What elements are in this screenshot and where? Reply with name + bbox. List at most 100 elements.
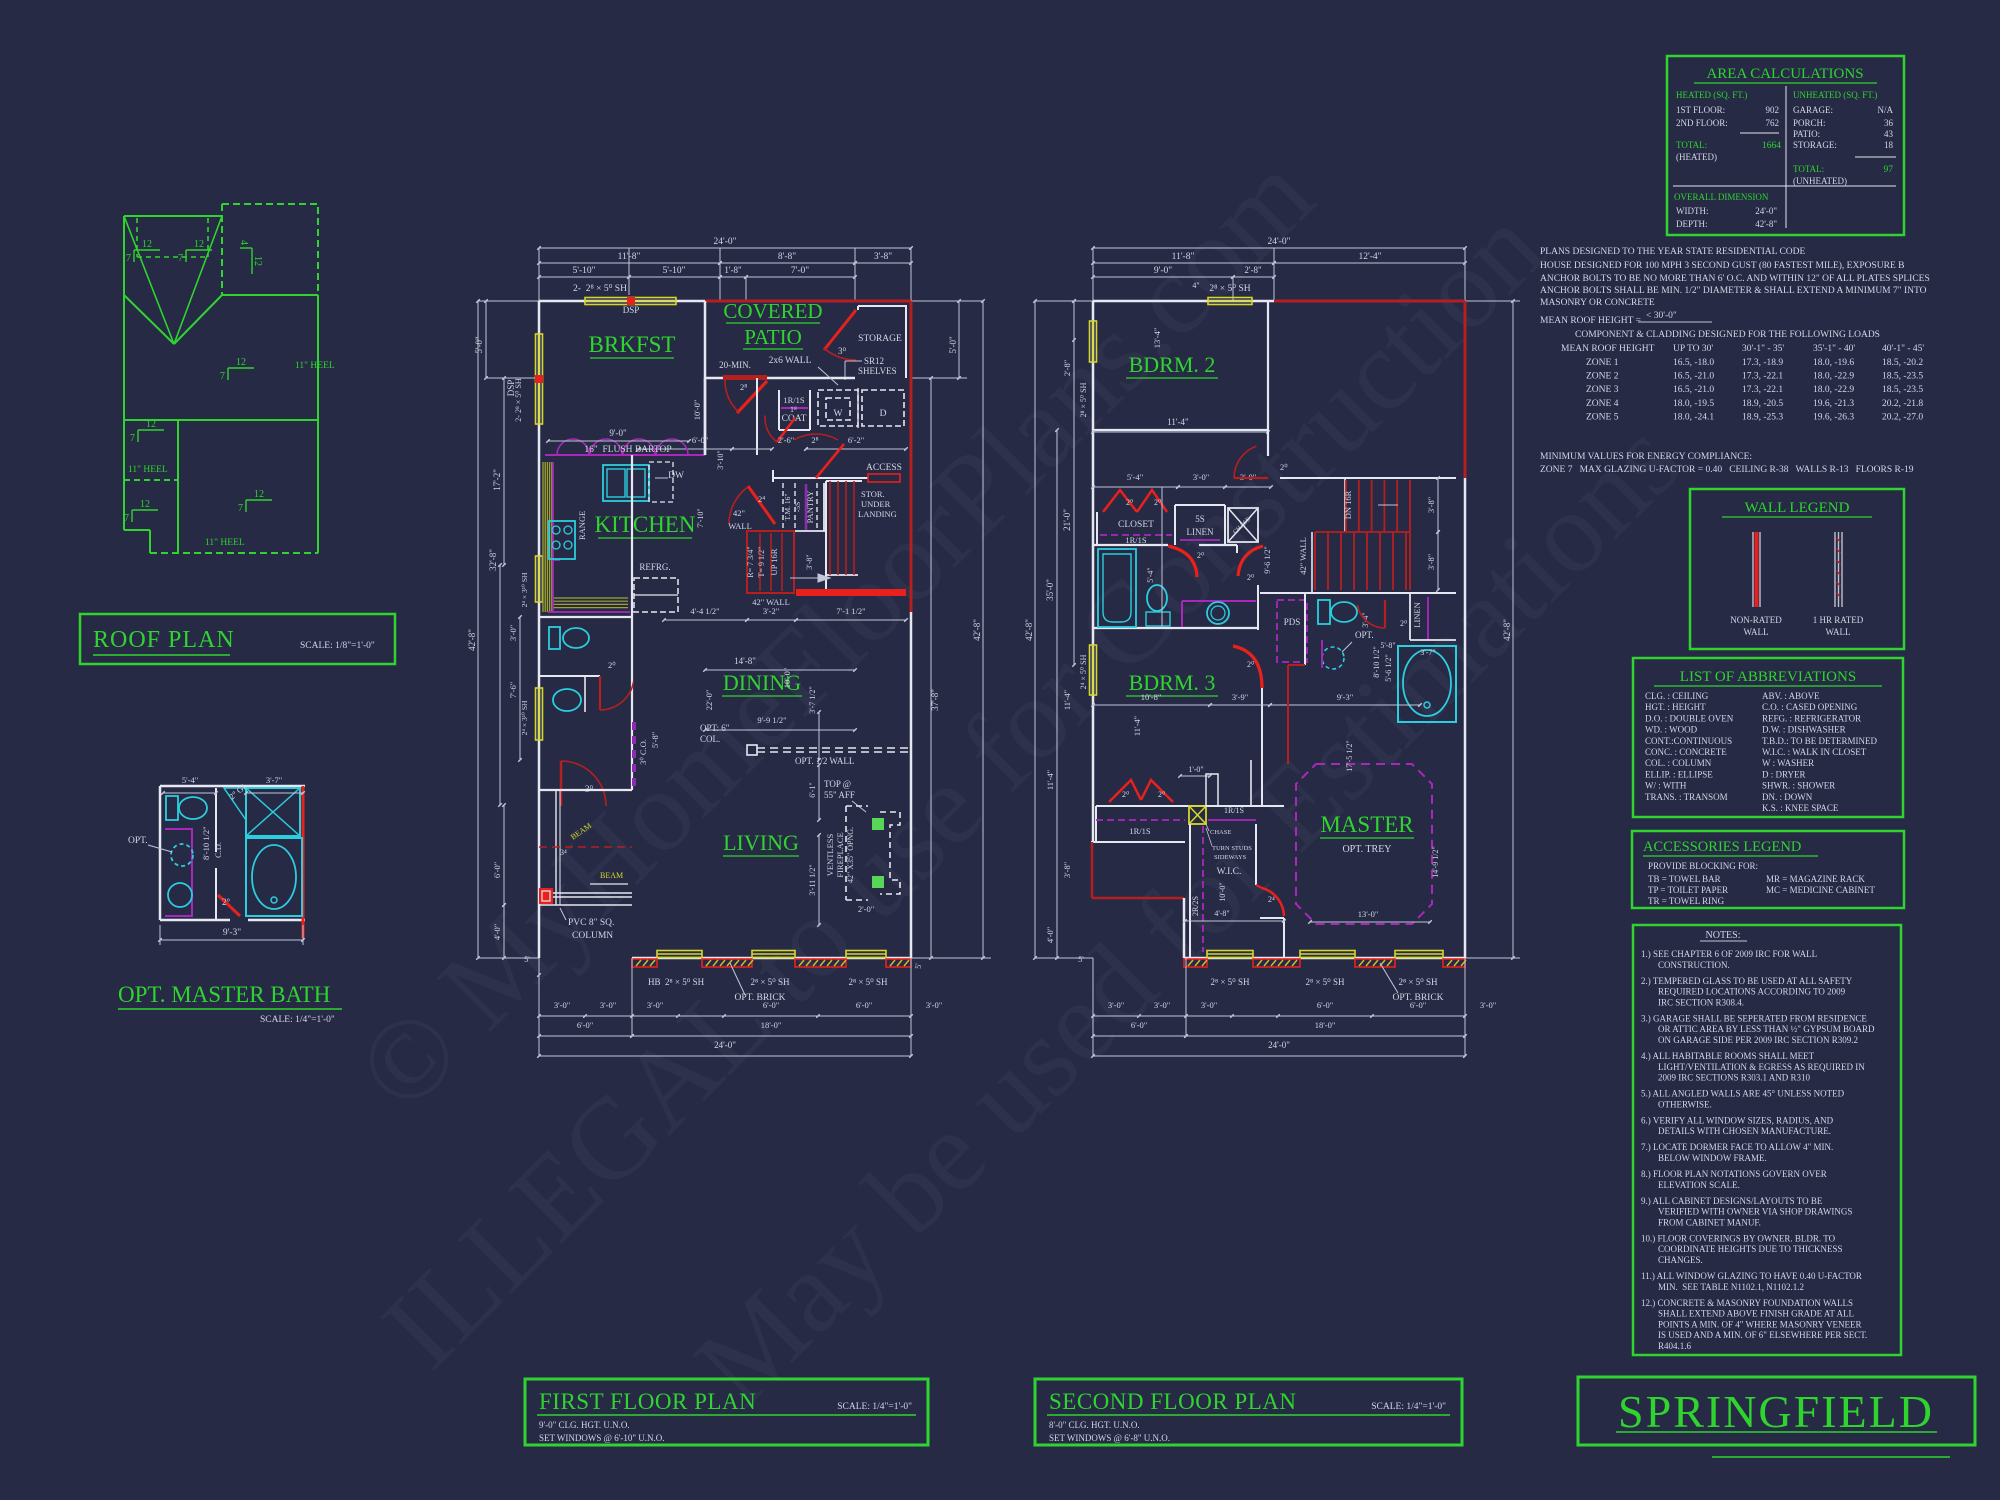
svg-text:2⁰: 2⁰	[1126, 498, 1133, 507]
svg-text:KITCHEN: KITCHEN	[595, 512, 696, 537]
svg-text:RANGE: RANGE	[577, 511, 587, 540]
svg-text:3'-0": 3'-0"	[1108, 1000, 1124, 1010]
svg-text:6'-0": 6'-0"	[1131, 1020, 1147, 1030]
svg-text:2⁰: 2⁰	[1158, 790, 1165, 799]
svg-text:3'-0": 3'-0"	[508, 625, 518, 641]
svg-text:55" AFF: 55" AFF	[824, 790, 855, 800]
svg-text:902: 902	[1766, 105, 1780, 115]
svg-text:24'-0": 24'-0"	[1755, 206, 1777, 216]
svg-text:16" FLUSH BARTOP: 16" FLUSH BARTOP	[584, 445, 671, 455]
svg-text:OPT. MASTER BATH: OPT. MASTER BATH	[118, 982, 330, 1007]
svg-text:6'-2": 6'-2"	[848, 435, 864, 445]
svg-text:97: 97	[1884, 165, 1894, 175]
svg-text:UNHEATED (SQ. FT.): UNHEATED (SQ. FT.)	[1793, 90, 1877, 100]
svg-text:2.) TEMPERED GLASS TO BE USED: 2.) TEMPERED GLASS TO BE USED AT ALL SAF…	[1641, 976, 1853, 986]
svg-text:MEAN ROOF HEIGHT: MEAN ROOF HEIGHT	[1561, 344, 1655, 354]
svg-text:TB = TOWEL BAR: TB = TOWEL BAR	[1648, 874, 1721, 884]
svg-text:17.3, -18.9: 17.3, -18.9	[1742, 358, 1783, 368]
svg-text:6'-0": 6'-0"	[577, 1020, 593, 1030]
svg-text:ZONE 4: ZONE 4	[1586, 399, 1619, 409]
svg-text:3'-7 1/2": 3'-7 1/2"	[808, 686, 817, 714]
svg-text:ANCHOR BOLTS TO BE NO MORE THA: ANCHOR BOLTS TO BE NO MORE THAN 6' O.C. …	[1540, 274, 1930, 284]
svg-text:6'-0": 6'-0"	[492, 862, 502, 878]
svg-text:5': 5'	[1078, 955, 1084, 964]
svg-text:12: 12	[146, 419, 156, 430]
svg-text:6.) VERIFY ALL WINDOW SIZES, R: 6.) VERIFY ALL WINDOW SIZES, RADIUS, AND	[1641, 1115, 1834, 1125]
svg-text:3'-0": 3'-0"	[1193, 472, 1209, 482]
svg-text:ZONE 2: ZONE 2	[1586, 372, 1619, 382]
svg-text:36: 36	[1884, 118, 1894, 128]
svg-text:43: 43	[1884, 129, 1894, 139]
svg-text:1664: 1664	[1762, 141, 1781, 151]
svg-text:TP = TOILET PAPER: TP = TOILET PAPER	[1648, 885, 1728, 895]
svg-text:W: W	[834, 409, 843, 419]
svg-text:762: 762	[1766, 118, 1780, 128]
svg-text:5'-10": 5'-10"	[572, 266, 595, 276]
svg-text:2⁴: 2⁴	[1268, 895, 1275, 904]
svg-text:UP 16R: UP 16R	[769, 548, 779, 575]
svg-text:4'-0": 4'-0"	[492, 924, 502, 940]
svg-text:16.5, -21.0: 16.5, -21.0	[1673, 385, 1714, 395]
svg-text:19.6, -21.3: 19.6, -21.3	[1813, 399, 1854, 409]
svg-text:3'-0": 3'-0"	[1201, 1000, 1217, 1010]
svg-text:LIVING: LIVING	[723, 830, 799, 855]
svg-text:1'-0": 1'-0"	[1188, 765, 1203, 774]
svg-text:2- 2⁸ × 5⁰ SH: 2- 2⁸ × 5⁰ SH	[573, 283, 627, 294]
svg-text:20.2, -21.8: 20.2, -21.8	[1882, 399, 1923, 409]
svg-text:ZONE 3: ZONE 3	[1586, 385, 1619, 395]
svg-text:18.5, -20.2: 18.5, -20.2	[1882, 358, 1923, 368]
svg-text:HGT. : HEIGHT: HGT. : HEIGHT	[1645, 702, 1706, 712]
svg-text:MASONRY OR CONCRETE: MASONRY OR CONCRETE	[1540, 298, 1655, 308]
svg-text:9'-0" CLG. HGT. U.N.O.: 9'-0" CLG. HGT. U.N.O.	[539, 1420, 630, 1430]
svg-text:ZONE 5: ZONE 5	[1586, 412, 1619, 422]
svg-text:W.I.C.: W.I.C.	[1217, 867, 1242, 877]
svg-text:5': 5'	[914, 963, 923, 969]
svg-text:SR12: SR12	[864, 356, 884, 366]
svg-text:PATIO:: PATIO:	[1793, 129, 1820, 139]
svg-text:ROOF PLAN: ROOF PLAN	[93, 627, 235, 653]
svg-text:MINIMUM VALUES FOR ENERGY COMP: MINIMUM VALUES FOR ENERGY COMPLIANCE:	[1540, 452, 1752, 462]
svg-text:10'-0": 10'-0"	[782, 668, 792, 689]
svg-text:11'-4": 11'-4"	[1062, 690, 1072, 710]
svg-text:19.6, -26.3: 19.6, -26.3	[1813, 412, 1854, 422]
svg-text:LIGHT/VENTILATION & EGRESS AS: LIGHT/VENTILATION & EGRESS AS REQUIRED I…	[1658, 1062, 1865, 1072]
svg-text:5'-8": 5'-8"	[650, 732, 660, 748]
svg-text:NOTES:: NOTES:	[1706, 930, 1741, 941]
svg-text:MEAN ROOF HEIGHT =: MEAN ROOF HEIGHT =	[1540, 316, 1641, 326]
svg-text:C.D.: C.D.	[213, 842, 223, 858]
svg-text:3⁰: 3⁰	[838, 346, 847, 356]
svg-text:18.5, -23.5: 18.5, -23.5	[1882, 372, 1923, 382]
svg-text:3'-7": 3'-7"	[266, 775, 282, 785]
svg-text:20.2, -27.0: 20.2, -27.0	[1882, 412, 1923, 422]
svg-text:11'-8": 11'-8"	[1172, 252, 1195, 262]
svg-text:2⁰: 2⁰	[1280, 462, 1288, 472]
svg-text:2⁴ × 5⁰ SH: 2⁴ × 5⁰ SH	[1079, 654, 1088, 689]
svg-text:17'-2": 17'-2"	[492, 469, 502, 491]
svg-text:3'-8": 3'-8"	[1426, 554, 1436, 570]
svg-text:3'-0": 3'-0"	[647, 1000, 663, 1010]
svg-text:HB 2⁸ × 5⁰ SH: HB 2⁸ × 5⁰ SH	[648, 977, 705, 987]
svg-text:FIRST FLOOR PLAN: FIRST FLOOR PLAN	[539, 1389, 756, 1414]
svg-text:7'-6": 7'-6"	[508, 682, 518, 698]
svg-text:5'-0": 5'-0"	[474, 336, 484, 354]
svg-text:2'-8": 2'-8"	[1244, 265, 1262, 275]
svg-text:42" X35" OPNG.: 42" X35" OPNG.	[846, 827, 855, 883]
svg-text:20-MIN.: 20-MIN.	[719, 360, 751, 370]
svg-text:12.) CONCRETE & MASONRY FOUNDA: 12.) CONCRETE & MASONRY FOUNDATION WALLS	[1641, 1298, 1853, 1308]
svg-text:5'-6 1/2": 5'-6 1/2"	[1384, 654, 1393, 682]
svg-text:3'-8": 3'-8"	[874, 252, 892, 262]
svg-text:W/ : WITH: W/ : WITH	[1645, 781, 1687, 791]
svg-text:2'-0": 2'-0"	[858, 904, 874, 914]
svg-text:OPT.: OPT.	[1355, 630, 1374, 640]
svg-text:2⁸ × 5⁰ SH: 2⁸ × 5⁰ SH	[1079, 382, 1088, 417]
svg-text:STORAGE:: STORAGE:	[1793, 140, 1837, 150]
svg-text:HEATED (SQ. FT.): HEATED (SQ. FT.)	[1676, 90, 1747, 100]
svg-text:TR = TOWEL RING: TR = TOWEL RING	[1648, 896, 1725, 906]
svg-text:COLUMN: COLUMN	[572, 931, 613, 941]
svg-text:10'-0": 10'-0"	[692, 400, 702, 421]
svg-text:42": 42"	[733, 508, 745, 518]
svg-text:12: 12	[142, 239, 152, 250]
svg-text:DINING: DINING	[723, 670, 801, 695]
svg-text:18.0, -22.9: 18.0, -22.9	[1813, 385, 1854, 395]
svg-text:5': 5'	[524, 955, 530, 964]
